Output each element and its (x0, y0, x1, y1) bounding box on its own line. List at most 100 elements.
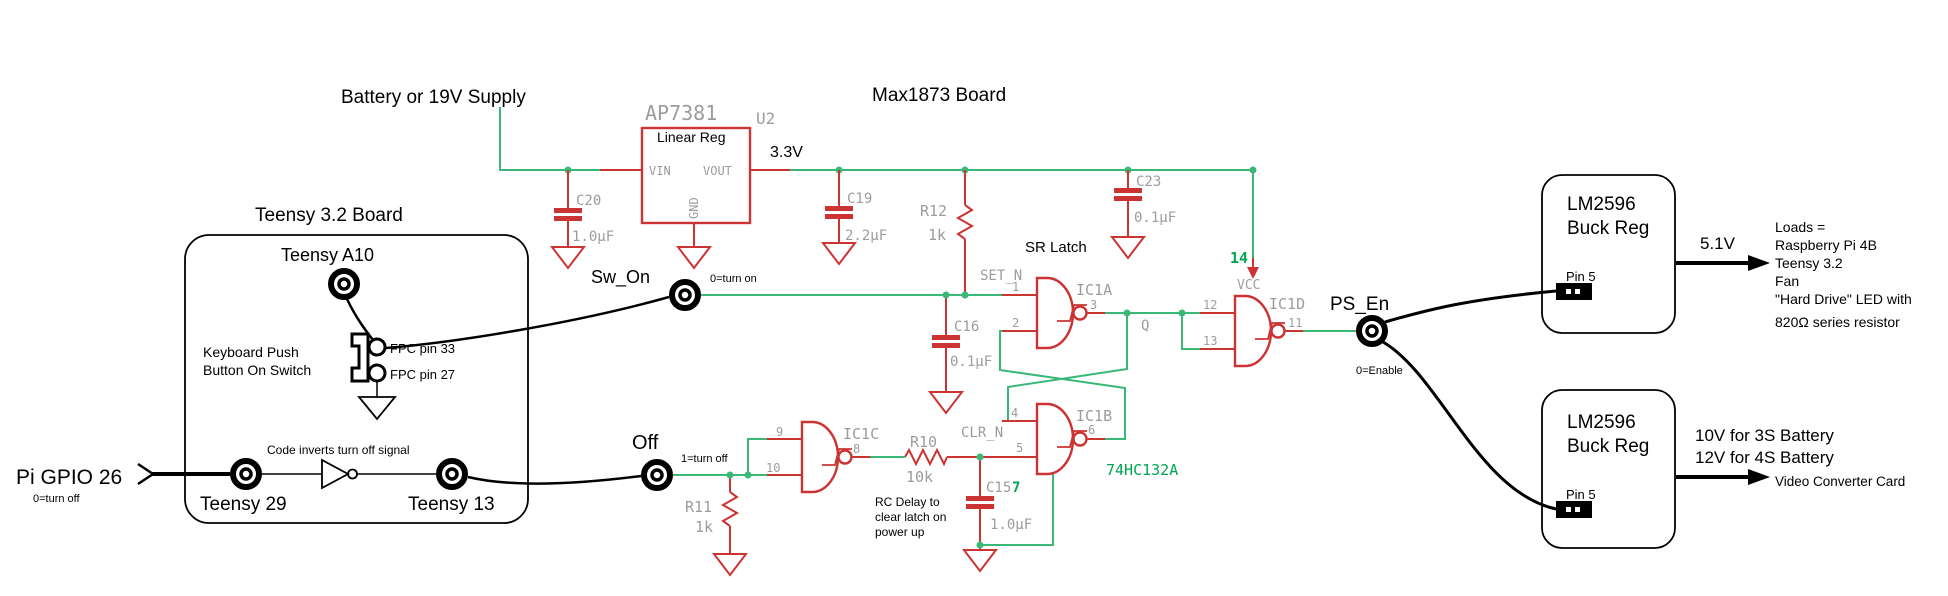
battery-wire (499, 107, 600, 171)
rail-3v3: 3.3V Max1873 Board (750, 85, 1257, 258)
buck1-outline (1541, 174, 1676, 334)
svg-text:8: 8 (853, 442, 860, 456)
svg-text:Fan: Fan (1775, 273, 1799, 289)
svg-text:5: 5 (1016, 441, 1023, 455)
resistor-r10: R10 10k (904, 433, 948, 486)
fpc-to-swon-wire (385, 295, 670, 350)
clr-n-label: CLR_N (961, 425, 1003, 441)
gnd-symbol (551, 246, 585, 269)
off-hint: 1=turn off (681, 453, 729, 465)
rc-delay-note: RC Delay to clear latch on power up (875, 495, 946, 539)
switch-label-1: Keyboard Push (203, 344, 299, 360)
gnd-symbol (677, 246, 711, 269)
gnd-pin-number: 7 (1012, 480, 1020, 496)
board-title: Max1873 Board (872, 85, 1006, 106)
svg-text:6: 6 (1088, 423, 1095, 437)
buck1-pin5-connector (1556, 283, 1592, 300)
buck1-loads: Loads = Raspberry Pi 4B Teensy 3.2 Fan "… (1775, 219, 1912, 330)
buck2-load: Video Converter Card (1775, 474, 1905, 489)
resistor-r12: R12 1k (920, 170, 975, 295)
ic1c-ref: IC1C (843, 425, 879, 443)
buck1-output-voltage: 5.1V (1700, 234, 1736, 253)
ps-en-wire-buck1 (1384, 289, 1557, 324)
gnd-symbol (822, 242, 856, 265)
r12-value: 1k (928, 226, 946, 244)
fpc33-terminal (367, 337, 387, 357)
capacitor-c23: C23 0.1µF (1111, 170, 1176, 259)
r11-value: 1k (695, 518, 713, 536)
nand-gate-ic1c (767, 420, 870, 494)
svg-text:9: 9 (776, 425, 783, 439)
teensy-board-outline (184, 234, 529, 524)
ps-en-pad (1359, 318, 1385, 344)
c19-ref: C19 (847, 191, 872, 207)
gnd-symbol (929, 391, 963, 414)
buck2-pin5-connector (1556, 501, 1592, 518)
buck2-output-arrowhead (1748, 469, 1770, 485)
buck2-name: LM2596 (1567, 412, 1636, 433)
logic-part-number: 74HC132A (1106, 461, 1178, 479)
teensy-board: Teensy 3.2 Board Teensy A10 Keyboard Pus… (16, 205, 670, 524)
teensy-13-label: Teensy 13 (408, 494, 495, 515)
feedback-q-to-clr (1002, 313, 1128, 422)
buck1-type: Buck Reg (1567, 218, 1649, 239)
r12-ref: R12 (920, 202, 947, 220)
buck1-output-arrowhead (1748, 255, 1770, 271)
power-input: Battery or 19V Supply (341, 87, 642, 174)
ic1d-ref: IC1D (1269, 295, 1305, 313)
signal-ps-en: PS_En 0=Enable (1330, 289, 1557, 511)
teensy-29-label: Teensy 29 (200, 494, 287, 515)
sw-on-hint: 0=turn on (710, 273, 757, 285)
svg-text:Raspberry Pi 4B: Raspberry Pi 4B (1775, 237, 1877, 253)
svg-text:"Hard Drive" LED with: "Hard Drive" LED with (1775, 291, 1912, 307)
svg-text:clear latch on: clear latch on (875, 510, 946, 524)
regulator-body (640, 126, 752, 225)
svg-text:Teensy 3.2: Teensy 3.2 (1775, 255, 1843, 271)
vin-pin-label: VIN (649, 164, 671, 178)
push-button-symbol (350, 332, 370, 383)
buck-regulator-2: LM2596 Buck Reg Pin 5 10V for 3S Battery… (1541, 389, 1905, 549)
buck2-pin5-label: Pin 5 (1566, 487, 1596, 502)
linear-regulator-u2: AP7381 U2 Linear Reg VIN VOUT GND (640, 101, 775, 269)
ic1a-ref: IC1A (1076, 281, 1112, 299)
buck1-name: LM2596 (1567, 194, 1636, 215)
svg-text:2: 2 (1012, 316, 1019, 330)
regulator-part-label: AP7381 (645, 101, 717, 125)
gnd-symbol (1111, 236, 1145, 259)
off-label: Off (632, 432, 659, 454)
teensy-a10-label: Teensy A10 (281, 245, 374, 265)
teensy-board-title: Teensy 3.2 Board (255, 205, 403, 226)
r11-ref: R11 (685, 498, 712, 516)
buck2-output1: 10V for 3S Battery (1695, 426, 1834, 445)
teensy-a10-pad (331, 271, 357, 297)
capacitor-c19: C19 2.2µF (822, 170, 887, 265)
capacitor-c20: C20 1.0µF (551, 170, 614, 269)
svg-text:13: 13 (1203, 334, 1217, 348)
c20-value: 1.0µF (572, 229, 614, 245)
c19-value: 2.2µF (845, 228, 887, 244)
gnd-symbol (713, 553, 747, 576)
ic1b-ref: IC1B (1076, 407, 1112, 425)
buck-regulator-1: LM2596 Buck Reg Pin 5 5.1V Loads = Raspb… (1541, 174, 1912, 334)
gnd-pin-label: GND (687, 197, 701, 219)
sr-latch-label: SR Latch (1025, 239, 1087, 256)
rail-voltage-label: 3.3V (770, 144, 803, 161)
capacitor-c16: C16 0.1µF (929, 295, 992, 414)
teensy13-to-off-wire (467, 474, 642, 485)
svg-text:3: 3 (1090, 298, 1097, 312)
c20-ref: C20 (576, 193, 601, 209)
svg-text:11: 11 (1288, 316, 1302, 330)
switch-label-2: Button On Switch (203, 362, 311, 378)
nand-gate-ic1d (1200, 294, 1303, 368)
nand-gate-ic1a (1002, 276, 1105, 350)
signal-off: Off 1=turn off (632, 432, 767, 488)
feedback-qn-to-set (999, 330, 1126, 440)
sw-on-pad (672, 282, 698, 308)
teensy-13-pad (439, 461, 465, 487)
set-n-label: SET_N (980, 268, 1022, 284)
ps-en-hint: 0=Enable (1356, 365, 1403, 377)
vcc-label: VCC (1237, 278, 1260, 293)
input-arrow (137, 462, 156, 486)
vcc-arrow (1247, 267, 1259, 279)
